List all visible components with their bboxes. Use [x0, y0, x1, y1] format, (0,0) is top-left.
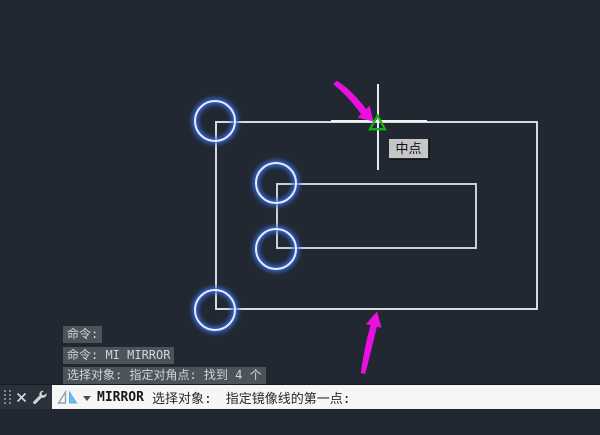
close-command-line-button[interactable]	[12, 387, 30, 407]
command-dock: MIRROR 选择对象: 指定镜像线的第一点:	[0, 384, 600, 409]
drawing-circle[interactable]	[255, 228, 297, 270]
drawing-circle[interactable]	[194, 100, 236, 142]
osnap-tooltip-label: 中点	[395, 141, 422, 156]
midpoint-snap-marker-icon	[368, 114, 387, 131]
annotation-arrow-bottom	[360, 311, 382, 374]
drawing-circle[interactable]	[194, 289, 236, 331]
command-prompt-text: 选择对象:	[151, 391, 212, 407]
crosshair-vertical-line	[377, 84, 379, 170]
recent-commands-dropdown[interactable]	[83, 395, 91, 401]
command-history-line: 命令: MI MIRROR	[63, 346, 175, 364]
drawing-circle[interactable]	[255, 162, 297, 204]
command-dock-controls	[0, 384, 52, 409]
command-input-bar[interactable]: MIRROR 选择对象: 指定镜像线的第一点:	[52, 384, 600, 409]
wrench-icon	[33, 390, 47, 405]
command-message-text: 指定镜像线的第一点:	[225, 391, 351, 407]
drawing-rectangle-outer[interactable]	[215, 121, 538, 310]
active-command-label: MIRROR	[97, 389, 144, 405]
palette-grip-icon[interactable]	[3, 389, 12, 406]
command-history-line: 命令:	[63, 325, 103, 343]
osnap-tooltip: 中点	[388, 138, 429, 159]
drawing-rectangle-inner[interactable]	[276, 183, 477, 249]
close-icon	[16, 392, 26, 402]
command-history-line: 选择对象: 指定对角点: 找到 4 个	[63, 366, 266, 384]
crosshair-horizontal-line	[331, 120, 427, 122]
customize-button[interactable]	[30, 387, 48, 407]
mirror-command-icon	[57, 389, 78, 404]
